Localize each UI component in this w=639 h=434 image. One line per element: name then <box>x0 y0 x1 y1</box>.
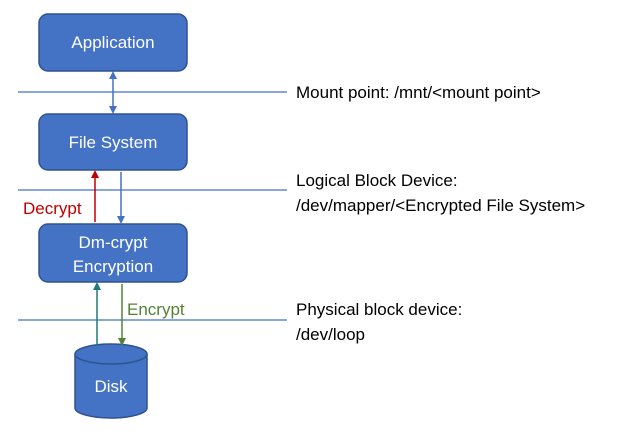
physical-block-path: /dev/loop <box>296 325 365 344</box>
physical-block-title: Physical block device: <box>296 300 462 319</box>
dm-crypt-box: Dm-crypt Encryption <box>38 223 188 283</box>
disk-label: Disk <box>94 377 128 396</box>
logical-block-path: /dev/mapper/<Encrypted File System> <box>296 196 585 215</box>
encryption-label: Encryption <box>73 257 153 276</box>
file-system-box: File System <box>38 113 188 171</box>
dm-crypt-label: Dm-crypt <box>79 233 148 252</box>
decrypt-label: Decrypt <box>23 199 82 218</box>
disk-cylinder: Disk <box>74 343 148 419</box>
file-system-label: File System <box>69 133 158 152</box>
application-box: Application <box>38 13 188 72</box>
encrypt-label: Encrypt <box>127 300 185 319</box>
logical-block-title: Logical Block Device: <box>296 171 458 190</box>
mount-point-text: Mount point: /mnt/<mount point> <box>296 83 541 102</box>
application-label: Application <box>71 33 154 52</box>
